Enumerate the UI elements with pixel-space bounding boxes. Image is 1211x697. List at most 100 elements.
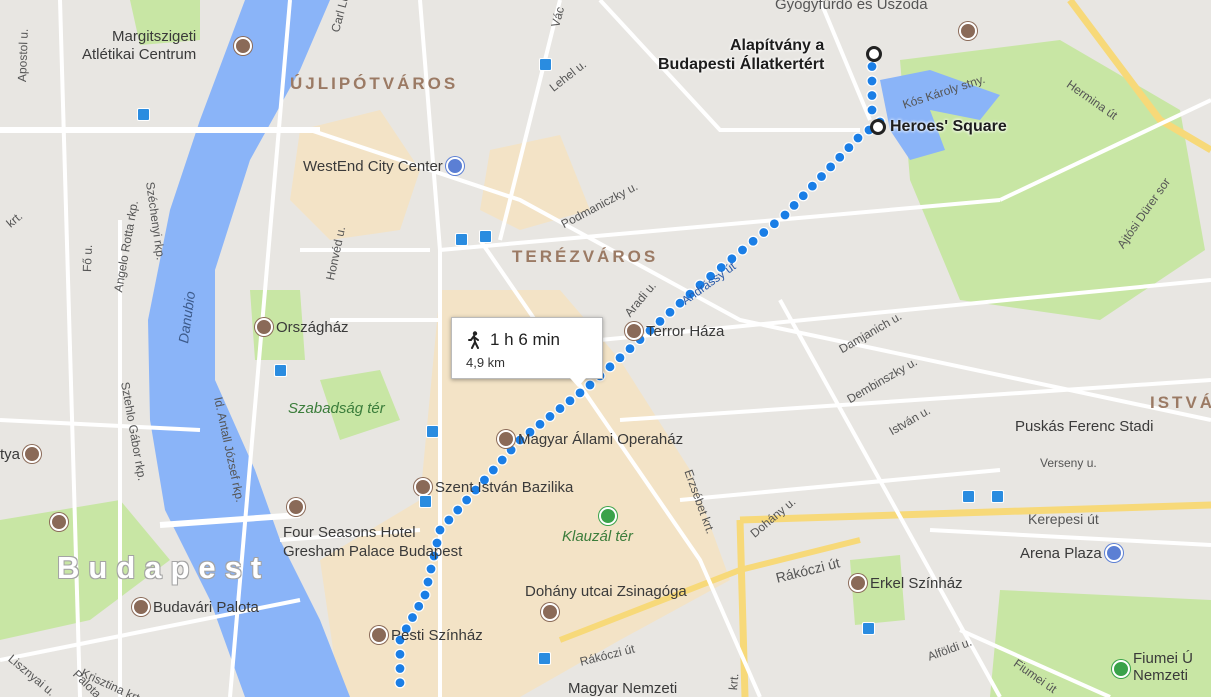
route-dot xyxy=(487,464,499,476)
route-dot xyxy=(758,226,770,239)
metro-icon[interactable] xyxy=(274,364,287,377)
bridge xyxy=(159,512,301,528)
route-dot xyxy=(431,537,443,549)
route-dot xyxy=(726,253,738,265)
metro-icon[interactable] xyxy=(538,652,551,665)
route-dot xyxy=(705,270,717,282)
poi-orszaghaz[interactable]: Országház xyxy=(255,318,349,336)
poi-label: Margitszigeti xyxy=(112,28,197,45)
poi-tya[interactable]: tya xyxy=(0,445,42,463)
synagogue-icon[interactable] xyxy=(541,603,559,621)
metro-icon[interactable] xyxy=(962,490,975,503)
poi-westend[interactable]: WestEnd City Center xyxy=(303,157,464,175)
poi-dohany[interactable]: Dohány utcai Zsinagóga xyxy=(525,583,687,600)
route-dot xyxy=(788,199,800,211)
waypoint-heroes-square[interactable]: Heroes' Square xyxy=(870,118,1007,136)
street-label: krt. xyxy=(726,672,742,691)
theater-icon xyxy=(849,574,867,592)
route-dot xyxy=(684,288,696,300)
route-dot xyxy=(452,504,464,516)
cemetery-icon xyxy=(1112,660,1130,678)
route-dot xyxy=(496,454,508,466)
route-dot xyxy=(866,104,878,116)
route-dot xyxy=(406,611,419,624)
poi-bazilika[interactable]: Szent István Bazilika xyxy=(414,478,573,496)
route-dot xyxy=(866,60,878,73)
poi-margitszigeti[interactable]: Margitszigeti Atlétikai Centrum xyxy=(82,28,197,64)
tourist-zone xyxy=(290,110,420,240)
metro-icon[interactable] xyxy=(137,108,150,121)
route-dot xyxy=(524,426,536,438)
street-label: Verseny u. xyxy=(1040,456,1097,470)
route-dot xyxy=(674,297,686,309)
poi-opera[interactable]: Magyar Állami Operaház xyxy=(497,430,683,448)
bath-icon[interactable] xyxy=(959,22,977,40)
route-dot xyxy=(544,410,556,423)
destination-label[interactable]: Alapítvány a Budapesti Állatkertért xyxy=(658,36,825,74)
park-pin[interactable] xyxy=(599,507,617,525)
route-dot xyxy=(797,190,809,202)
route-dot xyxy=(779,209,791,221)
poi-fiumei[interactable]: Fiumei Ú Nemzeti xyxy=(1112,650,1193,684)
theater-icon xyxy=(497,430,515,448)
poi-erkel[interactable]: Erkel Színház xyxy=(849,574,963,592)
route-dot xyxy=(425,563,437,575)
poi-terror[interactable]: Terror Háza xyxy=(625,322,724,340)
poi-label: Arena Plaza xyxy=(1020,544,1102,562)
palace-icon xyxy=(132,598,150,616)
poi-szabadsag[interactable]: Szabadság tér xyxy=(288,400,385,417)
poi-label: Four Seasons Hotel xyxy=(283,524,416,541)
poi-label: Magyar Állami Operaház xyxy=(518,430,684,448)
destination-name-line1: Alapítvány a xyxy=(730,37,825,54)
poi-four-seasons[interactable]: Four Seasons Hotel Gresham Palace Budape… xyxy=(283,523,462,561)
destination-name-line2: Budapesti Állatkertért xyxy=(658,56,825,73)
poi-gyogyfurdo[interactable]: Gyógyfürdő és Uszoda xyxy=(775,0,928,13)
poi-puskas[interactable]: Puskás Ferenc Stadi xyxy=(1015,418,1153,435)
poi-budavari[interactable]: Budavári Palota xyxy=(132,598,259,616)
district-label: TERÉZVÁROS xyxy=(512,247,659,266)
poi-label: Fiumei Ú xyxy=(1133,650,1194,667)
metro-icon[interactable] xyxy=(455,233,468,246)
route-dot xyxy=(400,623,412,635)
poi-label: tya xyxy=(0,445,21,463)
metro-icon[interactable] xyxy=(426,425,439,438)
poi-label: Dohány utcai Zsinagóga xyxy=(525,583,687,600)
city-label: Budapest xyxy=(57,550,271,585)
park xyxy=(130,0,200,45)
route-dot xyxy=(614,352,626,364)
route-dot xyxy=(664,306,676,318)
route-dot xyxy=(747,235,759,247)
route-duration: 1 h 6 min xyxy=(490,330,560,349)
route-dot xyxy=(715,261,727,274)
hotel-pin[interactable] xyxy=(287,498,305,516)
street-label: Fő u. xyxy=(80,244,95,273)
poi-pin[interactable] xyxy=(234,37,252,55)
landmark-pin[interactable] xyxy=(50,513,68,531)
destination-marker[interactable] xyxy=(866,46,882,62)
poi-label: Erkel Színház xyxy=(870,574,963,592)
metro-icon[interactable] xyxy=(539,58,552,71)
landmark-icon xyxy=(23,445,42,463)
poi-pesti[interactable]: Pesti Színház xyxy=(370,626,483,644)
route-tooltip[interactable]: 1 h 6 min 4,9 km xyxy=(451,317,603,387)
route-dot xyxy=(654,315,666,327)
poi-magyar-nemzeti[interactable]: Magyar Nemzeti xyxy=(568,680,677,697)
metro-icon[interactable] xyxy=(419,495,432,508)
poi-arena[interactable]: Arena Plaza xyxy=(1020,544,1123,562)
shopping-icon xyxy=(445,157,464,175)
route-dot xyxy=(478,474,491,486)
route-dot xyxy=(534,418,546,430)
route-dot xyxy=(469,484,482,496)
route-dot xyxy=(428,550,440,562)
route-dot xyxy=(644,324,656,337)
poi-klauzal[interactable]: Klauzál tér xyxy=(562,528,633,545)
metro-icon[interactable] xyxy=(862,622,875,635)
route-dot xyxy=(852,132,864,144)
metro-icon[interactable] xyxy=(991,490,1004,503)
route-dot xyxy=(422,576,434,588)
metro-icon[interactable] xyxy=(479,230,492,243)
route-dot xyxy=(815,170,828,183)
poi-label: Magyar Nemzeti xyxy=(568,680,678,697)
major-road xyxy=(558,537,861,643)
